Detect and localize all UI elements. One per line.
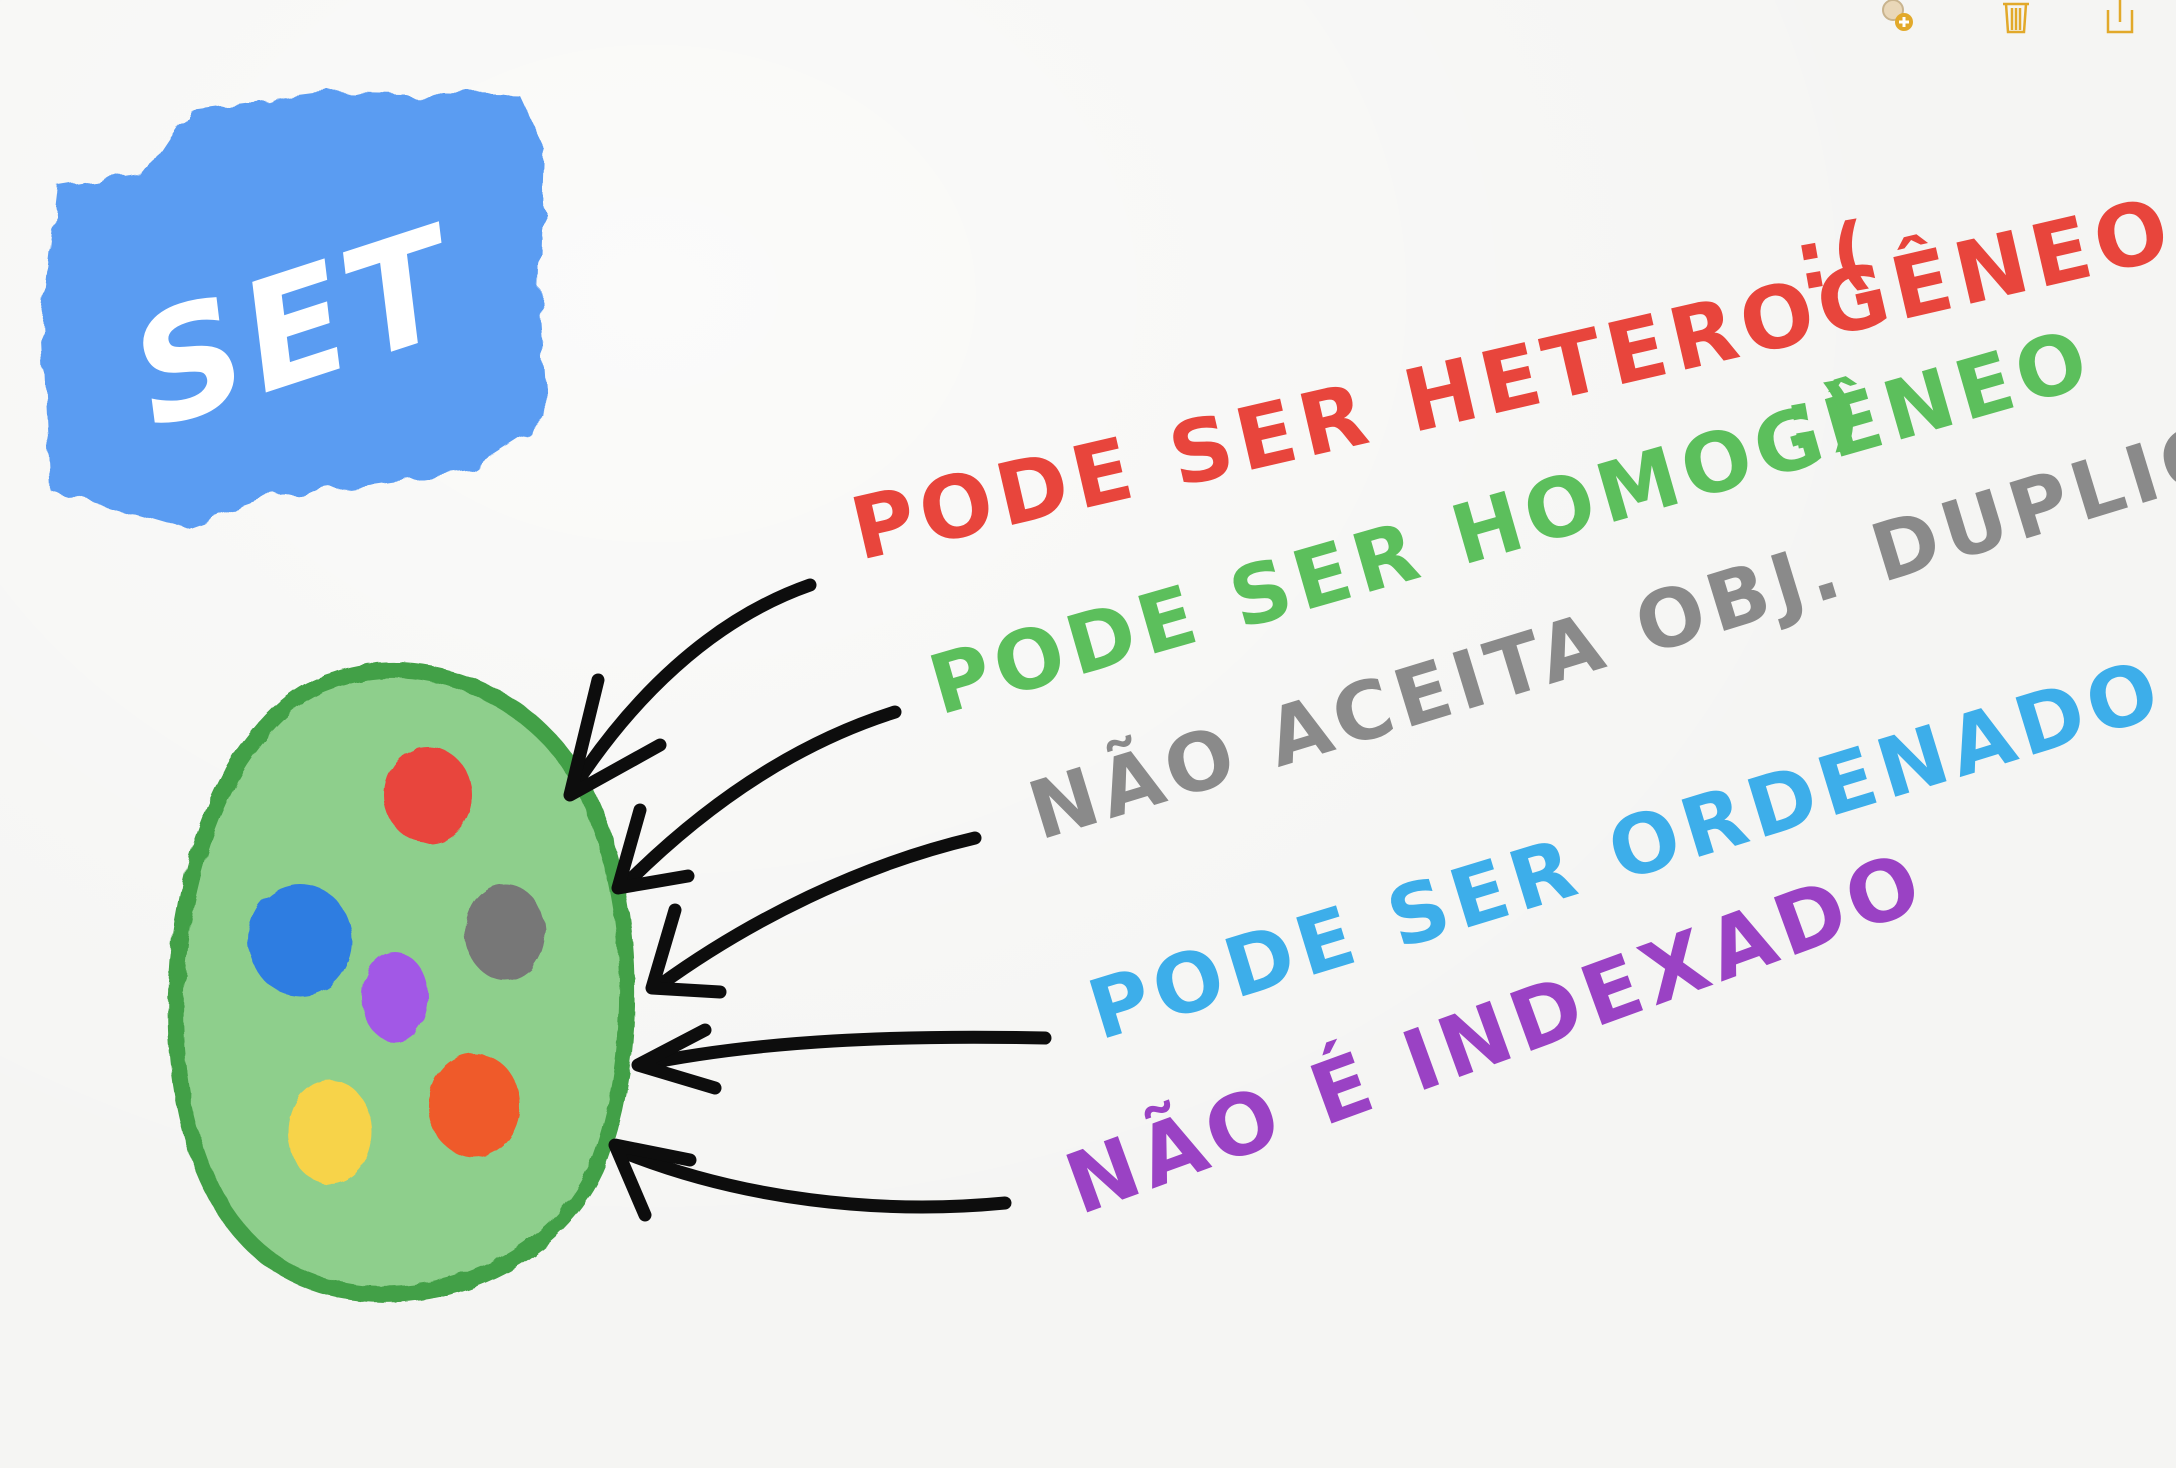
orange-element — [428, 1053, 520, 1157]
arrow-1 — [563, 578, 817, 802]
sad-emoticon: :( — [1787, 203, 1882, 309]
share-icon[interactable] — [2100, 0, 2140, 36]
blue-element — [248, 884, 352, 996]
add-person-icon[interactable] — [1876, 0, 1916, 36]
set-container — [167, 662, 636, 1303]
red-element — [384, 747, 472, 843]
gray-element — [465, 884, 545, 980]
happy-emoticon: :) — [1777, 363, 1872, 469]
properties: PODE SER HETEROGÊNEO :( PODE SER HOMOGÊN… — [842, 178, 2176, 1234]
arrows — [563, 578, 1052, 1222]
trash-icon[interactable] — [1996, 0, 2036, 36]
purple-element — [362, 952, 428, 1042]
arrow-2 — [611, 705, 902, 895]
arrow-3 — [645, 831, 982, 999]
title-block: SET — [42, 92, 548, 528]
arrow-4 — [631, 1023, 1052, 1095]
yellow-element — [288, 1080, 372, 1184]
arrow-5 — [608, 1138, 1012, 1222]
